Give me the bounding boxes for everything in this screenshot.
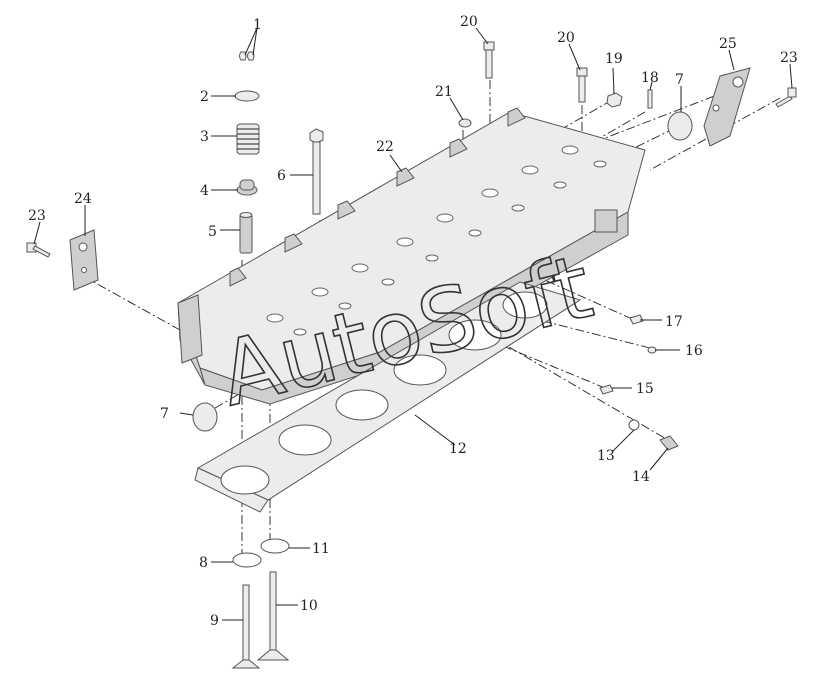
callout-24: 24 <box>74 191 92 207</box>
callout-14: 14 <box>632 469 650 485</box>
valve-seat-8 <box>232 552 262 568</box>
plug-15 <box>599 384 614 395</box>
callout-18: 18 <box>641 70 659 86</box>
callout-23-left: 23 <box>28 208 46 224</box>
callout-20-left: 20 <box>460 14 478 30</box>
callout-15: 15 <box>636 381 654 397</box>
callout-7-right: 7 <box>675 72 684 88</box>
bolt-right <box>775 87 797 108</box>
lifting-eye-right <box>703 67 751 147</box>
lifting-eye-left <box>69 229 99 291</box>
plug-17 <box>629 314 644 325</box>
callout-3: 3 <box>200 129 209 145</box>
plug-19 <box>606 92 623 108</box>
callout-22: 22 <box>376 139 394 155</box>
fitting-14 <box>659 435 679 451</box>
o-ring-13 <box>628 419 640 431</box>
callout-9: 9 <box>210 613 219 629</box>
callout-4: 4 <box>200 183 209 199</box>
callout-13: 13 <box>597 448 615 464</box>
bolt-20a <box>483 41 495 79</box>
valve-guide <box>239 212 253 254</box>
callout-21: 21 <box>435 84 453 100</box>
cylinder-head <box>177 107 646 405</box>
callout-6: 6 <box>277 168 286 184</box>
exhaust-valve-9 <box>231 584 261 669</box>
plug-21 <box>458 118 472 128</box>
callout-12: 12 <box>449 441 467 457</box>
leader-lines <box>33 27 793 621</box>
intake-valve-10 <box>256 571 290 661</box>
valve-seat-11 <box>260 538 290 554</box>
head-gasket <box>194 281 582 513</box>
expansion-plug-left <box>192 402 218 432</box>
spring-retainer <box>234 90 260 102</box>
callout-16: 16 <box>685 343 703 359</box>
callout-8: 8 <box>199 555 208 571</box>
bolt-left <box>26 242 51 258</box>
callout-20-right: 20 <box>557 30 575 46</box>
callout-17: 17 <box>665 314 683 330</box>
valve-keepers <box>239 51 255 61</box>
callout-labels: 1 2 3 4 5 6 7 7 8 9 10 11 12 13 14 15 16… <box>28 14 798 629</box>
expansion-plug-right <box>667 111 693 141</box>
callout-5: 5 <box>208 224 217 240</box>
callout-1: 1 <box>253 17 262 33</box>
callout-19: 19 <box>605 51 623 67</box>
valve-spring <box>236 123 260 155</box>
plug-16 <box>647 346 657 354</box>
callout-25: 25 <box>719 36 737 52</box>
callout-2: 2 <box>200 89 209 105</box>
callout-11: 11 <box>312 541 330 557</box>
valve-stem-seal <box>236 179 258 196</box>
callout-10: 10 <box>300 598 318 614</box>
callout-23-right: 23 <box>780 50 798 66</box>
head-bolt <box>309 128 324 215</box>
bolt-20b <box>576 67 588 103</box>
callout-7-left: 7 <box>160 406 169 422</box>
pin-18 <box>647 89 653 109</box>
